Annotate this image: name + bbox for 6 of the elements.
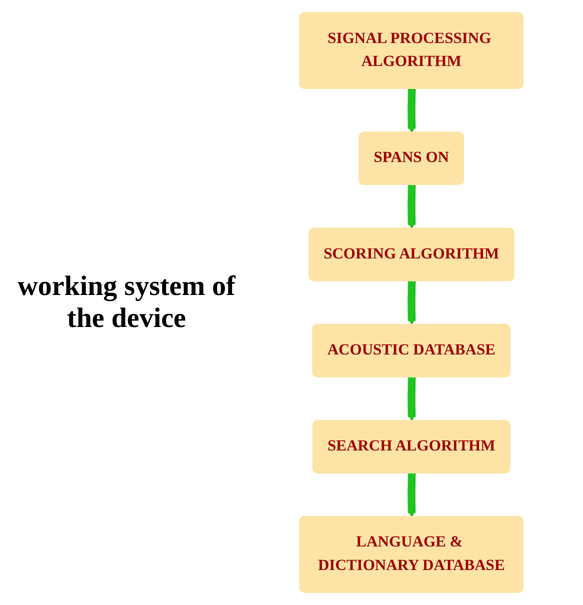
arrow [408, 280, 416, 326]
arrow [408, 473, 416, 518]
arrow [408, 184, 416, 230]
arrow [408, 376, 416, 422]
arrow [408, 88, 416, 134]
center-note: working system of the device [16, 270, 237, 334]
